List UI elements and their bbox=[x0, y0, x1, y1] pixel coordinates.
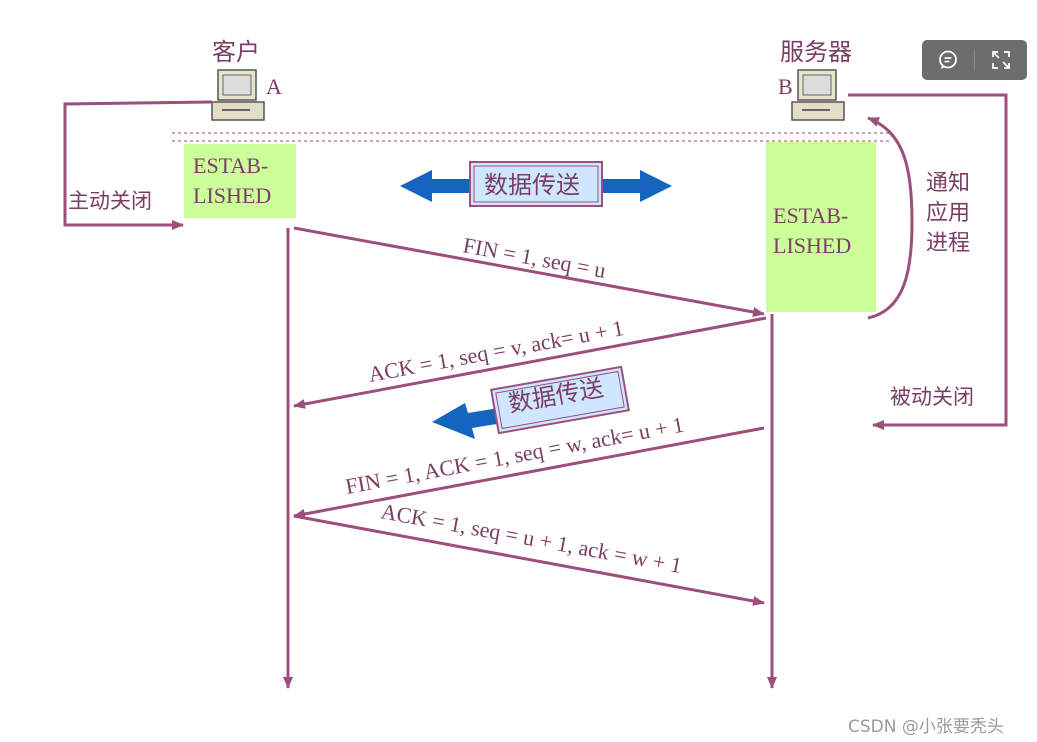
data-transfer-bidirectional-arrow bbox=[400, 161, 672, 207]
fin-message-arrow bbox=[293, 226, 765, 317]
comment-button[interactable] bbox=[922, 40, 974, 80]
client-computer-icon bbox=[211, 69, 265, 121]
active-close-label: 主动关闭 bbox=[68, 189, 152, 213]
notify-line-3: 进程 bbox=[926, 231, 970, 256]
ack-message-arrow bbox=[293, 316, 767, 409]
server-state-line1: ESTAB- bbox=[773, 203, 848, 228]
passive-close-arrow bbox=[848, 93, 1008, 430]
comment-icon bbox=[939, 50, 957, 69]
server-letter: B bbox=[778, 74, 793, 99]
server-state-line2: LISHED bbox=[773, 233, 851, 258]
toolbar-divider bbox=[974, 49, 975, 71]
server-state-box bbox=[766, 142, 876, 312]
active-close-arrow bbox=[63, 100, 213, 230]
client-state-box bbox=[184, 144, 296, 218]
notify-app-arrow bbox=[867, 116, 914, 320]
fin-message-label: FIN = 1, seq = u bbox=[461, 232, 608, 283]
client-state-line1: ESTAB- bbox=[193, 153, 268, 178]
server-label: 服务器 bbox=[780, 38, 852, 66]
final-ack-message-label: ACK = 1, seq = u + 1, ack = w + 1 bbox=[379, 498, 684, 578]
fin-ack-message-arrow bbox=[293, 426, 765, 519]
data-transfer-oneway-arrow bbox=[432, 365, 630, 439]
image-toolbar bbox=[922, 40, 1027, 80]
notify-line-2: 应用 bbox=[926, 201, 970, 226]
data-transfer-top-label: 数据传送 bbox=[484, 171, 580, 199]
client-label: 客户 bbox=[212, 38, 260, 66]
final-ack-message-arrow bbox=[293, 514, 765, 606]
server-computer-icon bbox=[791, 69, 845, 121]
client-letter: A bbox=[266, 74, 282, 99]
watermark-text: CSDN @小张要秃头 bbox=[848, 717, 1004, 737]
client-state-line2: LISHED bbox=[193, 183, 271, 208]
expand-icon bbox=[992, 51, 1010, 69]
notify-line-1: 通知 bbox=[926, 171, 970, 196]
passive-close-label: 被动关闭 bbox=[890, 385, 974, 409]
expand-button[interactable] bbox=[975, 40, 1027, 80]
